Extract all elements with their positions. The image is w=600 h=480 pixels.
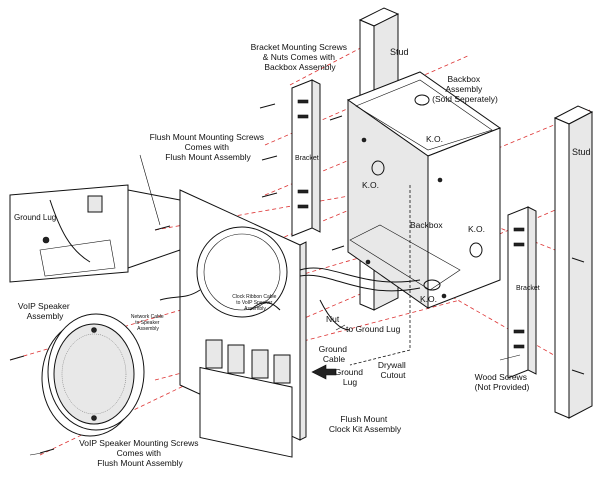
label-flush-screws: Flush Mount Mounting Screws Comes with F… bbox=[150, 132, 267, 162]
label-ko-top: K.O. bbox=[426, 134, 443, 144]
voip-speaker bbox=[41, 313, 145, 437]
label-voip-screws: VoIP Speaker Mounting Screws Comes with … bbox=[79, 438, 201, 468]
right-bracket bbox=[507, 206, 537, 379]
label-network-cable: Network Cable to Speaker Assembly bbox=[131, 314, 165, 332]
label-drywall-cutout: Drywall Cutout bbox=[378, 360, 408, 380]
label-to-ground-lug: to Ground Lug bbox=[346, 324, 401, 334]
label-bracket-screws: Bracket Mounting Screws & Nuts Comes wit… bbox=[251, 42, 350, 72]
drywall-cutout-outline bbox=[349, 185, 411, 366]
label-wood-screws: Wood Screws (Not Provided) bbox=[475, 372, 530, 392]
ground-lug-arrow bbox=[311, 364, 337, 380]
clock-display bbox=[199, 366, 293, 458]
label-stud-left: Stud bbox=[390, 47, 409, 57]
label-bracket-right: Bracket bbox=[516, 285, 540, 292]
speaker-grille bbox=[53, 323, 135, 425]
label-ground-lug-inset: Ground Lug bbox=[14, 213, 56, 222]
label-backbox-assembly: Backbox Assembly (Sold Seperately) bbox=[432, 74, 498, 104]
ko-top-hole bbox=[414, 94, 430, 106]
label-flush-kit: Flush Mount Clock Kit Assembly bbox=[329, 414, 402, 434]
label-stud-right: Stud bbox=[572, 147, 591, 157]
label-clock-ribbon: Clock Ribbon Cable to VoIP Speaker Assem… bbox=[232, 294, 278, 312]
label-backbox: Backbox bbox=[410, 220, 443, 230]
labels: Stud Stud Bracket Mounting Screws & Nuts… bbox=[14, 42, 591, 468]
backbox bbox=[346, 71, 502, 309]
left-bracket bbox=[291, 79, 321, 237]
ko-right-hole bbox=[469, 242, 483, 258]
label-voip-assembly: VoIP Speaker Assembly bbox=[18, 301, 72, 321]
label-ground-lug: Ground Lug bbox=[335, 367, 366, 387]
label-nut: Nut bbox=[326, 314, 340, 324]
clock-digits bbox=[205, 339, 291, 384]
leader-lines bbox=[29, 154, 521, 456]
cables bbox=[159, 267, 421, 331]
ko-left-hole bbox=[371, 160, 385, 176]
ko-bottom-hole bbox=[423, 279, 441, 291]
flush-mount-plate bbox=[179, 189, 307, 458]
label-bracket-left: Bracket bbox=[295, 155, 319, 162]
right-stud bbox=[553, 105, 594, 419]
label-ko-left: K.O. bbox=[362, 180, 379, 190]
ground-lug-inset bbox=[9, 184, 181, 283]
label-ground-cable: Ground Cable bbox=[319, 344, 350, 364]
label-ko-bottom: K.O. bbox=[420, 294, 437, 304]
label-ko-right: K.O. bbox=[468, 224, 485, 234]
